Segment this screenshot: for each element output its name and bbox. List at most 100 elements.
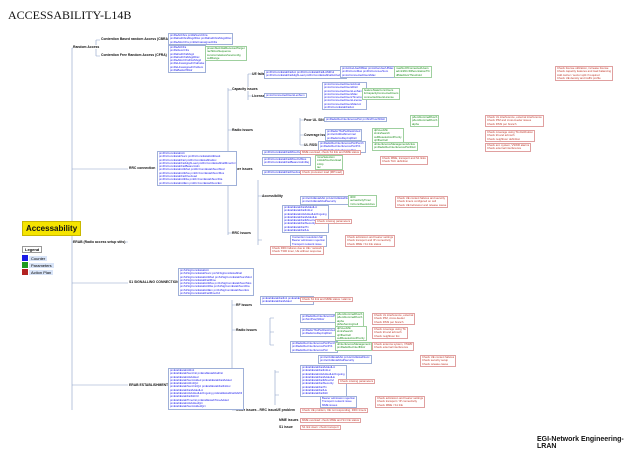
list-item: ulInterferenceManagement: [337, 342, 371, 346]
list-item: Check missing parameters: [317, 219, 351, 223]
list-item: s1HoMmeOverload: [317, 158, 342, 163]
list-item: Check license utilization, increase lice…: [557, 66, 609, 70]
list-item: licCapacityConnectedUsers: [364, 91, 399, 96]
node-erab-establishment[interactable]: ERAB ESTABLISHMENT: [129, 383, 169, 387]
list-item: Check transport / IP connectivity: [377, 399, 418, 404]
root-node-accessability[interactable]: Accessability: [22, 221, 82, 236]
node-capacity-issues[interactable]: Capacity issues: [232, 87, 258, 91]
node-cbra[interactable]: Contention Based random Access (CBRA): [101, 37, 170, 41]
node-mme-issues[interactable]: MME issues: [279, 418, 299, 422]
node-rrc-issues[interactable]: RRC issues: [232, 231, 251, 235]
list-item: Check release cause: [422, 361, 449, 366]
list-item: pmErabEstabFailMmeOvl: [284, 218, 316, 223]
parameters-swatch: [22, 262, 28, 268]
list-item: qRxLevMin: [337, 326, 351, 330]
node-other-issues-erab[interactable]: Other issues - RRC issues: [236, 408, 279, 412]
list-item: Check T300 timer, UE without response: [272, 249, 322, 254]
list-item: pmRadioRecInterferencePwr pmSinrPuschDis…: [326, 117, 386, 121]
node-ue-problem[interactable]: UE problem: [276, 408, 296, 412]
list-item: pmS1SigConnEstabAttDta pmS1SigConnEstabS…: [180, 284, 250, 289]
node-license[interactable]: License: [252, 94, 265, 98]
list-item: pmErabEstabFailMmeOvl: [302, 378, 334, 383]
list-item: ueInactivityTimer: [350, 198, 372, 203]
list-item: MME issues: [322, 402, 338, 407]
list-item: pmRaFailCbraMsg2Disc pmRaFailCbraMsg1Dis…: [170, 36, 232, 41]
list-item: pmLicConnectedUsersLevSamp: [324, 88, 365, 93]
node-radio-issues[interactable]: Radio issues: [232, 128, 253, 132]
list-item: pmErabEstabFailSecurity: [284, 221, 316, 226]
rf-action-plan: Check S1 link and MME status / alarms: [300, 297, 353, 303]
other-action-plan-1: MME overload, check S1 link and MME stat…: [300, 150, 362, 156]
list-item: Check external interference: [487, 146, 522, 151]
node-erab[interactable]: ERAB (Radio access setup stits): [73, 240, 126, 244]
list-item: pmErabEstabFailInit pmErabEstabAttInit: [262, 296, 313, 300]
list-item: Check MME / S1 link: [377, 402, 403, 407]
list-item: sIntraSearch: [374, 131, 390, 136]
list-item: tac: [317, 164, 321, 169]
legend-item-parameters: Parameters: [22, 262, 54, 268]
node-random-access[interactable]: Random Access: [73, 45, 100, 49]
list-item: pmS1SigConnEstabAttEm pmS1SigConnEstabSu…: [180, 287, 250, 292]
list-item: cellReselectionPriority: [374, 134, 402, 139]
capacity-action-plan: Check license utilization, increase lice…: [555, 66, 614, 82]
node-poor-ul-sinr[interactable]: Poor UL SINR (UL): [304, 118, 334, 122]
list-item: pmRadioRecInterferencePwr: [292, 347, 328, 352]
footer-credit: EGI-Network Engineering- LRAN: [537, 436, 624, 450]
list-item: pmRadioUeRepCqiDistr: [302, 331, 332, 336]
list-item: Check UL interference, external interfer…: [487, 115, 542, 119]
list-item: pmRrcConnEstabAttEm pmRrcConnEstabSuccEm: [159, 180, 222, 185]
node-rf-issues[interactable]: RF issues: [236, 303, 253, 307]
list-item: pmErabEstabAttAddedHoOngoing: [284, 211, 327, 216]
list-item: pmErabEstabAttAddedHoOngoing: [302, 371, 345, 376]
list-item: Check tilt and azimuth: [374, 330, 402, 335]
list-item: maxNoOfConnectedUsers: [396, 66, 429, 70]
node-accessibility[interactable]: Accessibility: [262, 194, 283, 198]
list-item: pmRaFailCfraMsg1: [170, 51, 195, 56]
list-item: pmErabEstabSuccAdded pmErabEstabFailAdde…: [170, 377, 232, 382]
node-s1-issue[interactable]: S1 issue: [279, 425, 293, 429]
node-radio-issues-erab[interactable]: Radio issues: [236, 328, 257, 332]
list-item: pmLicConnectedUsersMax: [342, 72, 376, 77]
node-ue-fails[interactable]: UE fails: [252, 72, 265, 76]
list-item: pmErabEstabFailAddedLic: [302, 365, 336, 369]
list-item: pmErabEstabFailUe: [302, 388, 328, 393]
list-item: Check PIM and cross-feeder issues: [487, 118, 532, 123]
node-ul-rssi[interactable]: UL RSSI: [304, 143, 318, 147]
list-item: pmRaAttCbra pmRaSuccCbra: [170, 33, 208, 37]
list-item: pmRadioRecInterferencePwrPucch: [320, 141, 364, 145]
node-cfra[interactable]: Contention Free Random Access (CFRA): [101, 53, 167, 57]
list-item: pmUeCtxtEstabFailSecurity: [320, 358, 355, 363]
mme-action-plan: MME overload: check MME and S1 link stat…: [300, 418, 362, 424]
list-item: Transport network issue: [322, 399, 352, 404]
node-other-issues[interactable]: Other issues: [232, 167, 253, 171]
missing-action-plan: Check missing parameters: [315, 219, 353, 225]
node-s1-signalling[interactable]: S1 SIGNALLING CONNECTION: [129, 280, 179, 284]
list-item: pmRadioTbsPwrRestricted: [302, 328, 336, 332]
list-item: mmeSelection: [317, 155, 335, 159]
list-item: pmLicConnectedUsersLevSum: [266, 93, 305, 97]
list-item: pmErabEstabFailAddedHo: [302, 374, 336, 379]
list-item: pmRrcConnEstabFail pmRrcConnEstabFailLic: [159, 157, 217, 162]
list-item: pmErabEstabFailAddedHo: [284, 214, 318, 219]
list-item: Contention resolution fail: [292, 235, 323, 239]
list-item: pmRadioRecInterferencePwrPrb: [292, 344, 333, 349]
legend-item-counter: Counter: [22, 255, 54, 261]
list-item: Check coverage using TA distribution: [487, 130, 533, 134]
list-item: pmRrcConnEstabSucc pmRrcConnEstabAttReat…: [159, 154, 221, 159]
node-coverage-issues[interactable]: Coverage issues: [304, 133, 331, 137]
list-item: pmS1SigConnEstabFailMmeOvl: [180, 291, 221, 296]
list-item: pmUeCtxtEstabFailSecurity: [302, 199, 337, 204]
ue-problem-action-plan: Check UE problem, UE not responding, RRC…: [300, 408, 369, 414]
node-rrc-connection[interactable]: RRC connection: [129, 166, 156, 170]
